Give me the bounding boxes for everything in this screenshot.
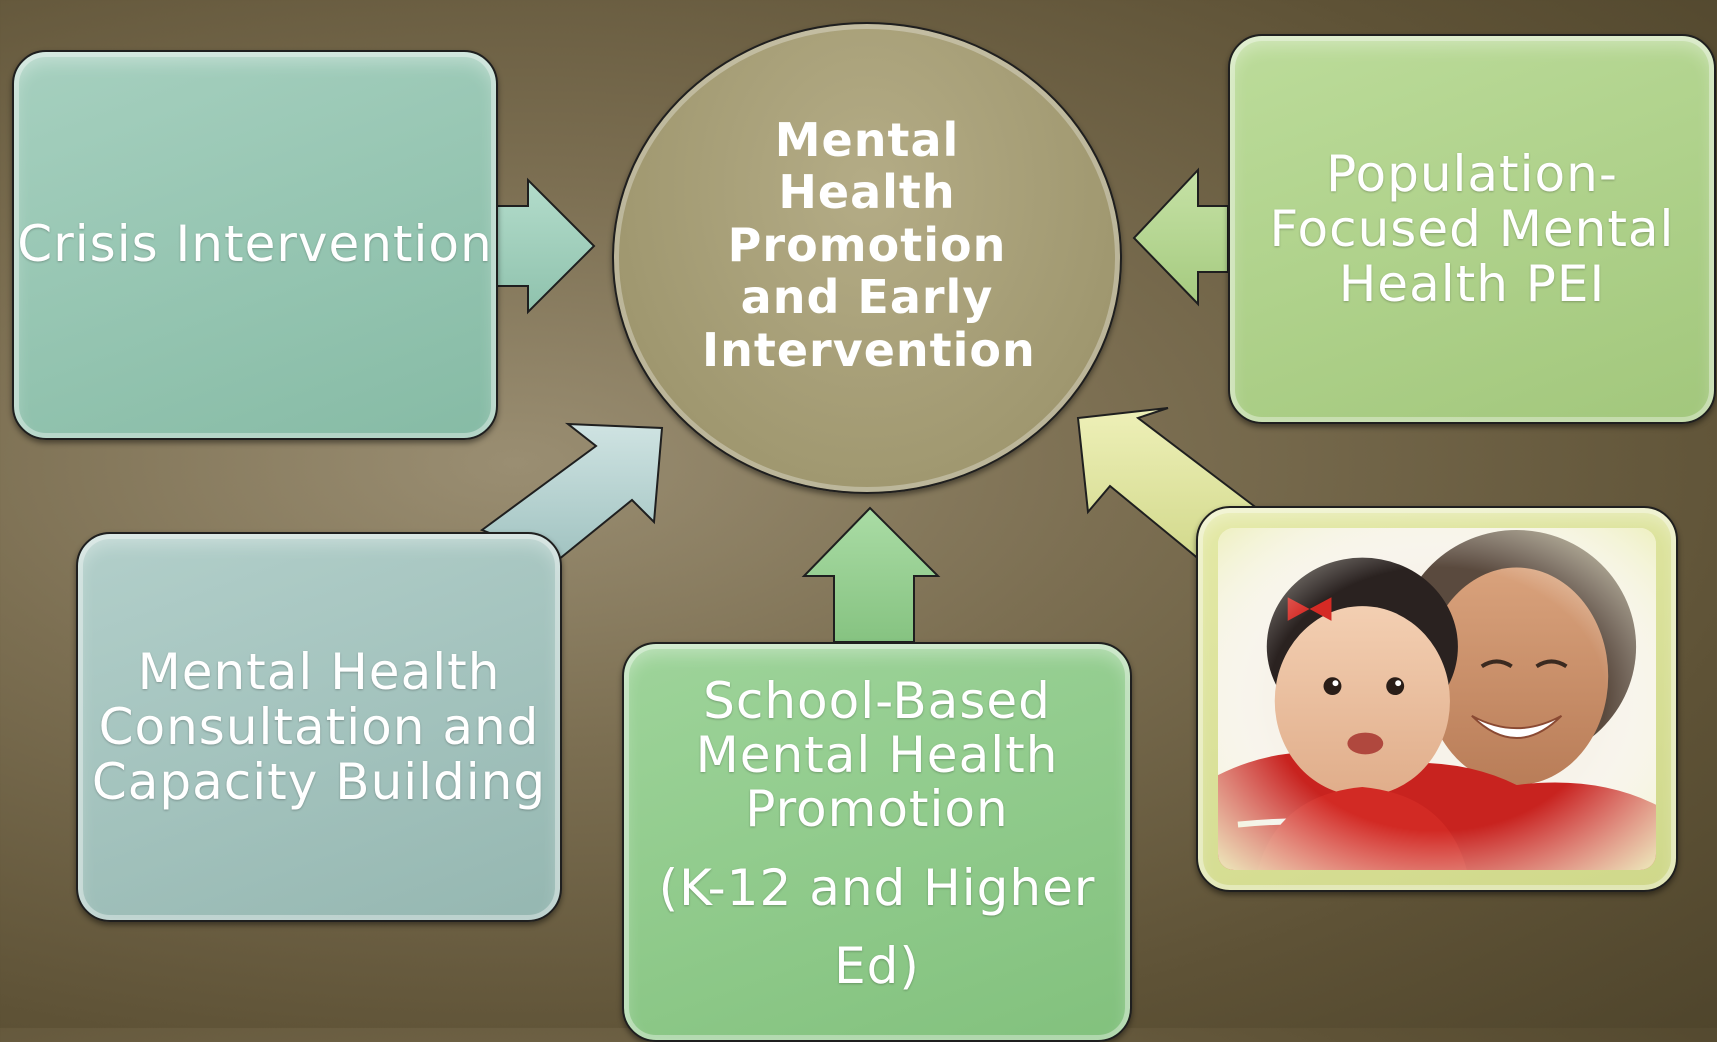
- consultation-capacity-label: Mental Health Consultation and Capacity …: [91, 642, 547, 811]
- population-focused-box: Population-Focused Mental Health PEI: [1228, 34, 1716, 424]
- school-based-box: School-Based Mental Health Promotion (K-…: [622, 642, 1132, 1042]
- population-focused-label: Population-Focused Mental Health PEI: [1269, 144, 1675, 313]
- hub-title: Mental Health Promotion and Early Interv…: [702, 112, 1036, 377]
- arrow-school-to-hub: [801, 506, 941, 643]
- crisis-intervention-label: Crisis Intervention: [17, 215, 493, 274]
- consultation-capacity-box: Mental Health Consultation and Capacity …: [76, 532, 562, 922]
- photo-icon: [1218, 528, 1656, 870]
- crisis-intervention-box: Crisis Intervention: [12, 50, 498, 440]
- arrow-population-to-hub: [1132, 167, 1229, 307]
- central-hub-circle: Mental Health Promotion and Early Interv…: [612, 22, 1122, 494]
- photo-box: [1196, 506, 1678, 892]
- arrow-consultation-to-hub: [479, 422, 664, 562]
- school-based-sublabel: (K-12 and Higher Ed): [658, 859, 1096, 995]
- arrow-crisis-to-hub: [493, 177, 596, 315]
- school-based-text: School-Based Mental Health Promotion (K-…: [624, 674, 1130, 1005]
- school-based-label: School-Based Mental Health Promotion: [695, 672, 1059, 838]
